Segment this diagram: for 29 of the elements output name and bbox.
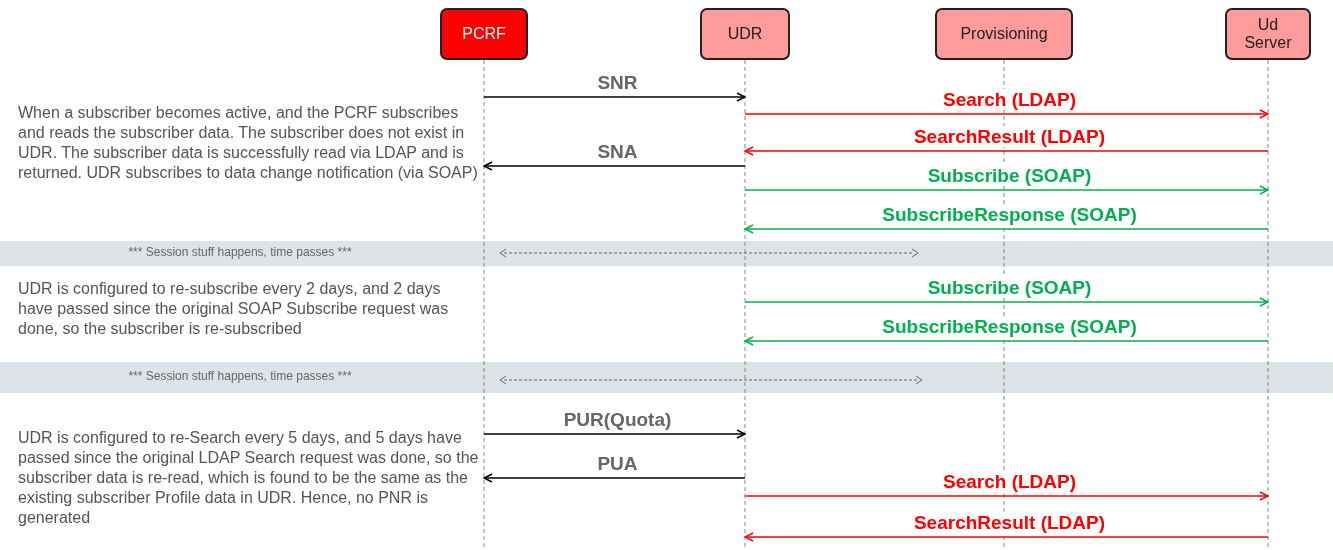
message-arrow — [483, 161, 746, 171]
message-arrow — [744, 491, 1269, 501]
message-arrow — [483, 473, 746, 483]
participant-name: Ud Server — [1243, 16, 1293, 52]
message-arrow — [744, 532, 1269, 542]
message-label: Subscribe (SOAP) — [925, 165, 1094, 186]
message-arrow — [744, 146, 1269, 156]
message-arrow — [744, 185, 1269, 195]
message-label: Subscribe (SOAP) — [925, 277, 1094, 298]
message-label: Search (LDAP) — [941, 471, 1078, 492]
message-label: SubscribeResponse (SOAP) — [880, 316, 1139, 337]
message-label: SubscribeResponse (SOAP) — [880, 204, 1139, 225]
participant-name: Provisioning — [960, 25, 1048, 43]
time-gap-note: *** Session stuff happens, time passes *** — [128, 369, 352, 383]
time-gap-note: *** Session stuff happens, time passes *** — [128, 245, 352, 259]
message-arrow — [744, 109, 1269, 119]
message-arrow — [483, 92, 746, 102]
message-arrow — [744, 336, 1269, 346]
participant-name: UDR — [727, 25, 763, 43]
message-arrow — [744, 224, 1269, 234]
message-label: SearchResult (LDAP) — [911, 512, 1108, 533]
description-text: UDR is configured to re-Search every 5 days, and 5 days have passed since the original LDAP Search request was done, so the subscriber data is re-read, which is found to be the same as the existing subscriber Profile data in UDR. Hence, no PNR is generated — [18, 428, 480, 528]
message-label: SearchResult (LDAP) — [911, 126, 1108, 147]
message-arrow — [744, 297, 1269, 307]
description-text: UDR is configured to re-subscribe every 2 days, and 2 days have passed since the original SOAP Subscribe request was done, so the subscriber is re-subscribed — [18, 279, 450, 339]
description-text: When a subscriber becomes active, and the PCRF subscribes and reads the subscriber data. The subscriber does not exist in UDR. The subscriber data is successfully read via LDAP and is returned. UDR subscribes to data change notification (via SOAP) — [18, 103, 479, 183]
message-arrow — [483, 429, 746, 439]
message-label: Search (LDAP) — [941, 89, 1078, 110]
participant-name: PCRF — [462, 25, 506, 43]
